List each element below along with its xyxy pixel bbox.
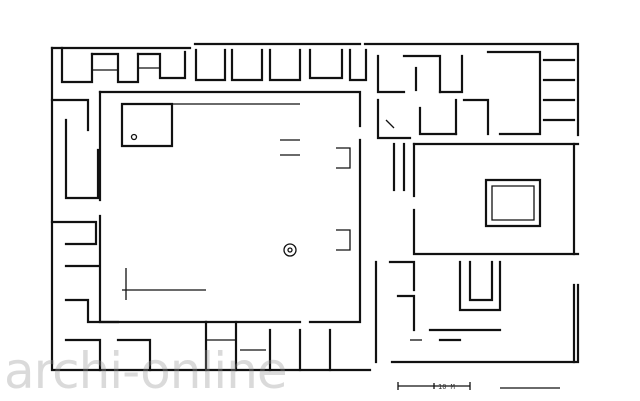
scale-bar-label: 10 M [438, 383, 455, 391]
main-courtyard [98, 90, 362, 324]
east-upper-rooms [376, 50, 576, 140]
north-rooms-middle [194, 48, 368, 82]
east-lower-rooms [374, 260, 576, 364]
scale-bar [397, 382, 560, 390]
south-rooms [204, 320, 332, 372]
peristyle-court [392, 142, 580, 256]
outer-walls [50, 42, 580, 372]
watermark: archi-online [4, 342, 288, 400]
north-rooms-west [60, 46, 187, 84]
